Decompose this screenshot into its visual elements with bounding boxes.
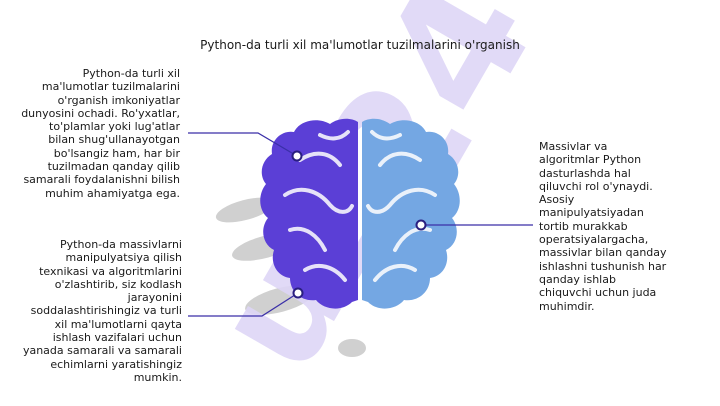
page-title: Python-da turli xil ma'lumotlar tuzilmal… xyxy=(200,38,520,52)
note-left-bottom: Python-da massivlarni manipulyatsiya qil… xyxy=(22,238,182,384)
note-left-top: Python-da turli xil ma'lumotlar tuzilmal… xyxy=(21,67,180,200)
connector-left-top xyxy=(188,132,298,157)
marker-left-top xyxy=(291,150,303,162)
connector-left-bottom xyxy=(188,292,299,317)
marker-right xyxy=(415,219,427,231)
note-right: Massivlar va algoritmlar Python dasturla… xyxy=(539,140,667,313)
brain-left-hemisphere xyxy=(260,118,358,309)
brain-right-hemisphere xyxy=(362,118,460,309)
marker-left-bottom xyxy=(292,287,304,299)
